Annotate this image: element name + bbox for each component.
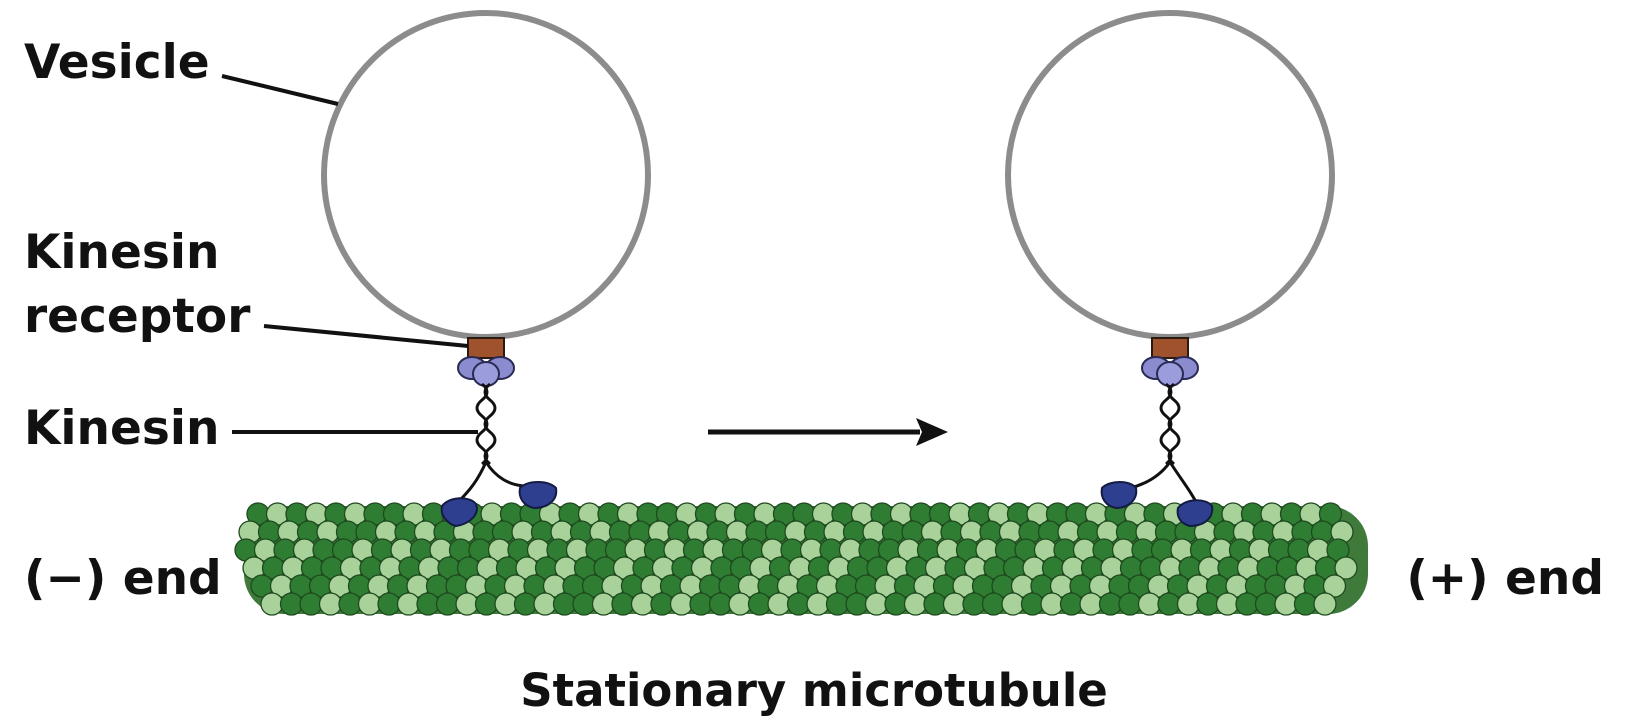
- tubulin-subunit: [1059, 592, 1084, 616]
- tubulin-subunit: [942, 592, 967, 616]
- tubulin-subunit: [669, 592, 694, 616]
- tubulin-subunit: [572, 592, 596, 616]
- tubulin-subunit: [279, 592, 304, 616]
- tubulin-subunit: [1157, 592, 1181, 616]
- tubulin-subunit: [513, 592, 538, 616]
- tubulin-subunit: [435, 592, 460, 616]
- tubulin-subunit: [611, 592, 635, 616]
- kinesin-head-left-rear: [440, 497, 478, 528]
- tubulin-subunit: [377, 592, 401, 616]
- tubulin-subunit: [474, 592, 499, 616]
- tubulin-subunit: [1322, 574, 1347, 598]
- kinesin-head-right-rear: [1100, 481, 1138, 510]
- tubulin-subunit: [494, 592, 518, 616]
- tubulin-subunit: [845, 592, 869, 616]
- tubulin-subunit: [1118, 592, 1142, 616]
- microtubule: [234, 502, 1368, 616]
- tubulin-subunit: [1176, 592, 1201, 616]
- kinesin-head-left-front: [518, 481, 558, 510]
- tubulin-subunit: [1274, 592, 1298, 616]
- kinesin-receptor-label-line2: receptor: [24, 289, 251, 344]
- tubulin-subunit: [825, 592, 850, 616]
- tubulin-subunit: [1334, 556, 1358, 580]
- kinesin-receptor-right: [1151, 337, 1189, 359]
- tubulin-subunit: [338, 592, 362, 616]
- tubulin-subunit: [1235, 592, 1259, 616]
- caption-label: Stationary microtubule: [520, 664, 1108, 717]
- tubulin-subunit: [552, 592, 577, 616]
- receptor-leader-line: [263, 324, 469, 348]
- tubulin-subunit: [1020, 592, 1045, 616]
- tubulin-subunit: [1196, 592, 1220, 616]
- tubulin-subunit: [923, 592, 947, 616]
- vesicle-right: [1005, 10, 1335, 340]
- tubulin-subunit: [767, 592, 791, 616]
- kinesin-label: Kinesin: [24, 401, 219, 456]
- kinesin-stalk-right: [1129, 382, 1198, 503]
- tubulin-subunit: [630, 592, 655, 616]
- arrow-right-icon: [708, 418, 948, 446]
- tubulin-subunit: [728, 592, 752, 616]
- tubulin-subunit: [318, 592, 343, 616]
- tubulin-subunit: [884, 592, 908, 616]
- kinesin-head-right-front: [1176, 499, 1214, 528]
- tubulin-subunit: [299, 592, 323, 616]
- vesicle-leader-line: [221, 74, 339, 106]
- tubulin-subunit: [689, 592, 713, 616]
- tubulin-subunit: [806, 592, 830, 616]
- minus-end-label: (−) end: [24, 551, 222, 606]
- tubulin-subunit: [962, 592, 986, 616]
- tubulin-subunit: [1293, 592, 1318, 616]
- tubulin-subunit: [981, 592, 1006, 616]
- tubulin-subunit: [1098, 592, 1123, 616]
- kinesin-light-chain-right: [1141, 356, 1199, 387]
- tubulin-subunit: [1254, 592, 1279, 616]
- tubulin-subunit: [1079, 592, 1103, 616]
- tubulin-subunit: [1001, 592, 1025, 616]
- tubulin-subunit: [1313, 592, 1337, 616]
- tubulin-subunit: [416, 592, 440, 616]
- kinesin-receptor-left: [467, 337, 505, 359]
- vesicle-label: Vesicle: [24, 35, 210, 90]
- tubulin-subunit: [708, 592, 733, 616]
- tubulin-subunit: [903, 592, 928, 616]
- tubulin-subunit: [455, 592, 479, 616]
- vesicle-left-assembly: [321, 10, 651, 528]
- tubulin-subunit: [650, 592, 674, 616]
- tubulin-subunit: [786, 592, 811, 616]
- tubulin-subunit: [1215, 592, 1240, 616]
- tubulin-subunit: [260, 592, 284, 616]
- tubulin-subunit: [1137, 592, 1162, 616]
- tubulin-subunit: [747, 592, 772, 616]
- tubulin-subunit: [591, 592, 616, 616]
- vesicle-right-assembly: [1005, 10, 1335, 528]
- kinesin-light-chain-left: [457, 356, 515, 387]
- tubulin-subunit: [533, 592, 557, 616]
- tubulin-subunit: [357, 592, 382, 616]
- tubulin-subunit: [1040, 592, 1064, 616]
- plus-end-label: (+) end: [1406, 551, 1604, 606]
- vesicle-left: [321, 10, 651, 340]
- tubulin-subunit: [864, 592, 889, 616]
- kinesin-stalk-left: [458, 382, 525, 502]
- kinesin-receptor-label-line1: Kinesin: [24, 225, 219, 280]
- tubulin-subunit: [396, 592, 421, 616]
